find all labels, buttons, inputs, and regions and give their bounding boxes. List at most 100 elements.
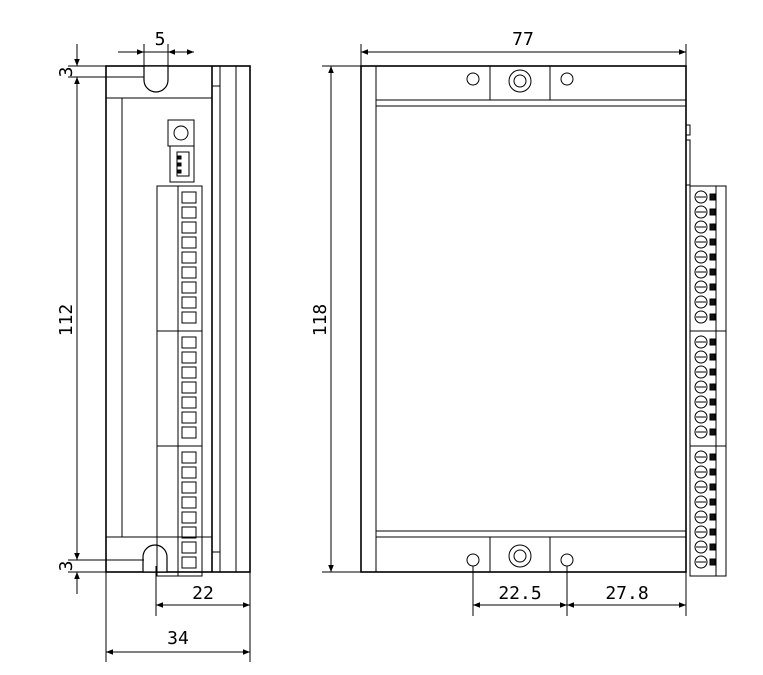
front-terminal-slot [709, 238, 716, 246]
side-terminal-pin [181, 511, 197, 524]
side-terminal-pin [181, 236, 197, 249]
side-terminal-pin [181, 311, 197, 324]
side-terminal-pin [181, 191, 197, 204]
dim-side-height: 112 [56, 304, 77, 337]
front-terminal-slot [709, 208, 716, 216]
front-terminal-block-3 [689, 445, 727, 577]
side-top-mount-slot [143, 65, 169, 93]
side-terminal-pin [181, 206, 197, 219]
front-terminal-slot [709, 413, 716, 421]
side-view [105, 65, 251, 577]
front-terminal-slot [709, 313, 716, 321]
side-body-panel [121, 97, 212, 538]
front-terminal-screw [694, 280, 708, 294]
front-terminal-screw [694, 410, 708, 424]
side-terminal-pin [181, 296, 197, 309]
front-view-outline [360, 65, 687, 573]
front-terminal-slot [709, 353, 716, 361]
side-terminal-pin [181, 481, 197, 494]
side-small-connector [169, 145, 195, 183]
side-terminal-block-3 [156, 445, 203, 577]
side-terminal-pin [181, 281, 197, 294]
side-terminal-pin [181, 336, 197, 349]
front-terminal-slot [709, 338, 716, 346]
front-terminal-blocks [689, 185, 727, 577]
side-bottom-mount-slot [142, 544, 168, 573]
front-terminal-slot [709, 428, 716, 436]
front-terminal-screw [694, 365, 708, 379]
front-bottom-hole-right [560, 553, 574, 567]
front-terminal-slot [709, 283, 716, 291]
dim-front-width: 77 [512, 29, 534, 50]
front-terminal-slot [709, 513, 716, 521]
side-terminal-pin [181, 366, 197, 379]
side-terminal-block-1 [156, 185, 203, 332]
front-top-screw [508, 69, 532, 93]
dim-front-hole-to-edge: 27.8 [605, 583, 648, 604]
dim-side-inner-width: 22 [192, 583, 214, 604]
dimensions: 5 3 112 3 22 34 77 118 [56, 29, 687, 662]
side-terminal-blocks [156, 185, 203, 577]
side-terminal-pin [181, 556, 197, 569]
dim-side-top-offset: 3 [56, 67, 77, 78]
side-terminal-pin [181, 496, 197, 509]
front-terminal-screw [694, 480, 708, 494]
front-terminal-slot [709, 268, 716, 276]
side-led-housing [167, 119, 195, 147]
front-bottom-screw [508, 544, 532, 568]
front-terminal-screw [694, 295, 708, 309]
front-terminal-screw [694, 465, 708, 479]
front-top-bracket [489, 65, 551, 101]
front-terminal-slot [709, 483, 716, 491]
side-terminal-pin [181, 266, 197, 279]
front-terminal-screw [694, 450, 708, 464]
front-terminal-slot [709, 543, 716, 551]
front-terminal-screw [694, 250, 708, 264]
front-terminal-slot [709, 398, 716, 406]
front-terminal-screw [694, 510, 708, 524]
side-terminal-pin [181, 526, 197, 539]
dim-side-top-slot: 5 [155, 29, 166, 50]
front-terminal-slot [709, 468, 716, 476]
side-terminal-pin [181, 221, 197, 234]
side-terminal-pin [181, 381, 197, 394]
side-terminal-pin [181, 466, 197, 479]
front-top-hole-left [466, 72, 480, 86]
front-main-panel [375, 99, 687, 538]
front-terminal-slot [709, 453, 716, 461]
front-view [360, 65, 727, 577]
front-bottom-hole-left [466, 553, 480, 567]
front-terminal-slot [709, 223, 716, 231]
side-terminal-pin [181, 411, 197, 424]
dim-side-bottom-offset: 3 [56, 561, 77, 572]
front-terminal-screw [694, 235, 708, 249]
dim-front-hole-spacing: 22.5 [498, 583, 541, 604]
front-terminal-screw [694, 525, 708, 539]
front-terminal-screw [694, 540, 708, 554]
dim-side-total-width: 34 [167, 628, 189, 649]
front-terminal-screw [694, 310, 708, 324]
dim-front-height: 118 [310, 304, 331, 337]
front-terminal-slot [709, 528, 716, 536]
side-terminal-pin [181, 251, 197, 264]
front-terminal-screw [694, 350, 708, 364]
side-terminal-pin [181, 351, 197, 364]
front-terminal-screw [694, 425, 708, 439]
front-terminal-screw [694, 495, 708, 509]
front-terminal-screw [694, 265, 708, 279]
side-led [173, 125, 189, 141]
front-terminal-slot [709, 298, 716, 306]
front-terminal-screw [694, 380, 708, 394]
front-terminal-slot [709, 253, 716, 261]
front-terminal-slot [709, 383, 716, 391]
front-terminal-screw [694, 395, 708, 409]
side-terminal-pin [181, 396, 197, 409]
side-terminal-pin [181, 541, 197, 554]
front-terminal-slot [709, 368, 716, 376]
front-top-hole-right [560, 72, 574, 86]
front-terminal-slot [709, 193, 716, 201]
front-bottom-bracket [489, 536, 551, 573]
side-terminal-pin [181, 426, 197, 439]
front-terminal-slot [709, 498, 716, 506]
